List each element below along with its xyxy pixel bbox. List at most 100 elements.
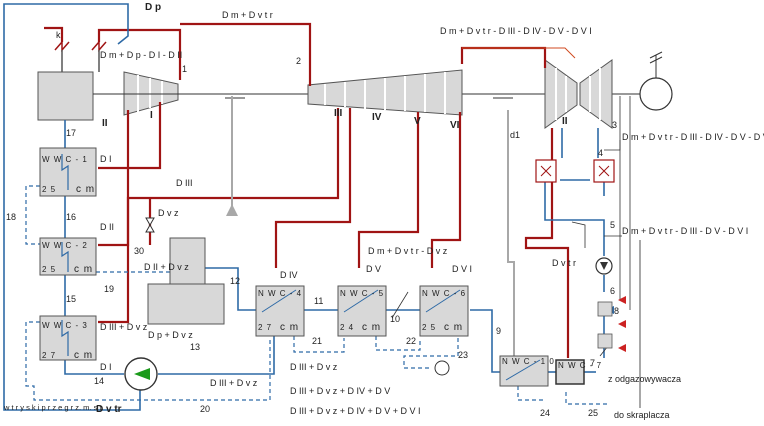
- drain-lines: [25, 185, 610, 405]
- stage-iii: III: [334, 108, 343, 119]
- stage-i: I: [150, 110, 153, 121]
- pt-23: 23: [458, 350, 468, 360]
- wwc2-name: W W C - 2: [42, 241, 88, 250]
- pt-7: 7: [590, 358, 595, 368]
- label-d-iv: D IV: [280, 270, 298, 280]
- pt-21: 21: [312, 336, 322, 346]
- valve-30: [145, 217, 155, 233]
- pt-13: 13: [190, 342, 200, 352]
- nwc4-unit: c m: [280, 322, 299, 333]
- pt-19: 19: [104, 284, 114, 294]
- pt-22: 22: [406, 336, 416, 346]
- pt-k: k: [56, 30, 61, 40]
- label-diii-dvz-div-dv-dvi: D III + D v z + D IV + D V + D V I: [290, 406, 421, 416]
- stage-ii-hp: II: [102, 118, 108, 129]
- nwc-5: [337, 285, 387, 337]
- label-boiler-top: D m + D p - D I - D II: [100, 50, 182, 60]
- nwc7-name: N W C - 7: [558, 361, 602, 370]
- wwc1-name: W W C - 1: [42, 155, 88, 164]
- label-right-b: D m + D v t r - D III - D V - D V I: [622, 226, 748, 236]
- pt-11: 11: [314, 296, 323, 306]
- stage-iv: IV: [372, 112, 382, 123]
- deaerator-tank: [147, 283, 225, 325]
- pt-3: 3: [612, 120, 617, 130]
- superheater-coil-1: [54, 40, 70, 52]
- label-turbine-exit: D m + D v t r - D III - D IV - D V - D V…: [440, 26, 592, 36]
- steam-lines: [44, 22, 570, 358]
- nwc-10: [499, 355, 549, 387]
- label-dii-dvz: D II + D v z: [144, 262, 189, 272]
- pt-8: 8: [614, 306, 619, 316]
- heater-8: [597, 301, 613, 317]
- pt-d1: d1: [510, 130, 520, 140]
- label-dp-dvz: D p + D v z: [148, 330, 193, 340]
- condenser-right: [593, 159, 615, 183]
- leader-lines: [391, 96, 631, 357]
- drain-pump: [434, 360, 450, 376]
- label-diii-dvz: D III + D v z: [100, 322, 148, 332]
- label-d-big: D v tr: [96, 404, 122, 415]
- stage-ii-lp: II: [562, 116, 568, 127]
- label-d-ii: D II: [100, 222, 114, 232]
- wwc-1: [39, 147, 97, 197]
- pt-17: 17: [66, 128, 76, 138]
- label-odgazowywacza: z odgazowywacza: [608, 374, 681, 384]
- generator: [639, 77, 673, 111]
- pt-9: 9: [496, 326, 501, 336]
- label-d-vi: D V I: [452, 264, 472, 274]
- nwc5-value: 2 4: [340, 323, 354, 332]
- nwc4-name: N W C - 4: [258, 289, 302, 298]
- pt-6: 6: [610, 286, 615, 296]
- pt-1: 1: [182, 64, 187, 74]
- pt-18: 18: [6, 212, 16, 222]
- label-right-a: D m + D v t r - D III - D IV - D V - D V…: [622, 132, 764, 142]
- wwc-2: [39, 237, 97, 276]
- nwc4-value: 2 7: [258, 323, 272, 332]
- label-do-skraplacza: do skraplacza: [614, 410, 670, 420]
- nwc6-name: N W C - 6: [422, 289, 466, 298]
- label-diii-dvz-b: D III + D v z: [210, 378, 258, 388]
- nwc6-unit: c m: [444, 322, 463, 333]
- pt-30: 30: [134, 246, 144, 256]
- label-dvtr-small: D v t r: [552, 258, 576, 268]
- stage-v: V: [414, 116, 421, 127]
- nwc10-name: N W C - 1 0: [502, 357, 555, 366]
- superheater-coil-2: [91, 40, 107, 52]
- pt-14: 14: [94, 376, 104, 386]
- pt-24: 24: [540, 408, 550, 418]
- label-diii-dvz-c: D III + D v z: [290, 362, 338, 372]
- pt-25: 25: [588, 408, 598, 418]
- label-diii-dvz-div-dv: D III + D v z + D IV + D V: [290, 386, 390, 396]
- pt-4: 4: [598, 148, 603, 158]
- wwc2-value: 2 5: [42, 265, 56, 274]
- wwc3-name: W W C - 3: [42, 321, 88, 330]
- nwc5-unit: c m: [362, 322, 381, 333]
- label-dm-dvtr-dvz: D m + D v t r - D v z: [368, 246, 448, 256]
- pt-5: 5: [610, 220, 615, 230]
- wwc1-value: 2 5: [42, 185, 56, 194]
- label-dm-dvtr: D m + D v t r: [222, 10, 273, 20]
- deaerator-head: [169, 237, 206, 285]
- heater-9: [597, 333, 613, 349]
- nwc-6: [419, 285, 469, 337]
- label-d-iii: D III: [176, 178, 193, 188]
- label-dp: D p: [145, 2, 161, 13]
- nwc-4: [255, 285, 305, 337]
- wwc2-unit: c m: [74, 264, 93, 275]
- pt-2: 2: [296, 56, 301, 66]
- labels: D p D m + D v t r D m + D p - D I - D II…: [3, 2, 764, 420]
- label-wtrysk: w t r y s k i p r z e g r z. m. s t.: [3, 403, 104, 412]
- condenser-left: [535, 159, 557, 183]
- wwc-3: [39, 315, 97, 361]
- nwc-7: [555, 359, 585, 385]
- wwc3-unit: c m: [74, 350, 93, 361]
- wwc3-value: 2 7: [42, 351, 56, 360]
- label-d-v: D V: [366, 264, 381, 274]
- wwc1-unit: c m: [76, 184, 95, 195]
- label-d-i-b: D I: [100, 362, 112, 372]
- pt-12: 12: [230, 276, 240, 286]
- stage-vi: VI: [450, 120, 460, 131]
- boiler-block: [37, 71, 94, 121]
